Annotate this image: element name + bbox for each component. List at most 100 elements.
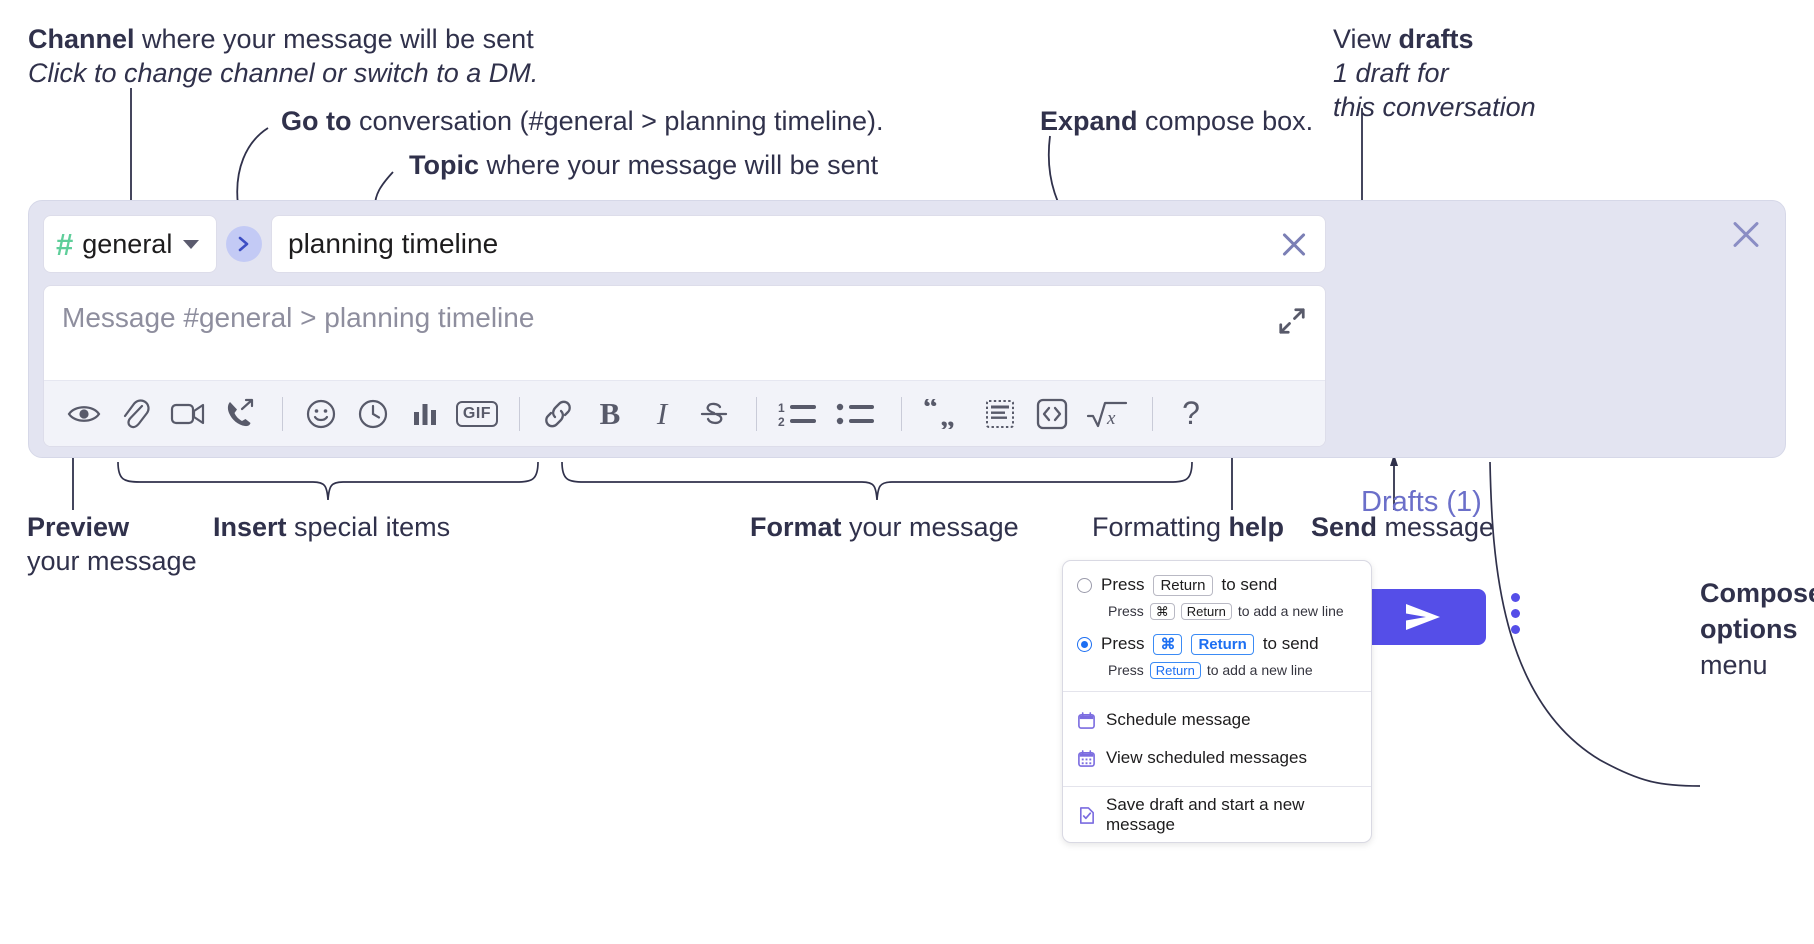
bold-icon[interactable]: B — [586, 390, 634, 438]
help-label: ? — [1182, 395, 1200, 431]
menu-divider — [1063, 786, 1371, 787]
preview-icon[interactable] — [60, 390, 108, 438]
poll-icon[interactable] — [401, 390, 449, 438]
annotation-channel: Channel where your message will be sent … — [28, 22, 538, 90]
bold-label: B — [599, 395, 621, 431]
annotation-help-bold: help — [1228, 512, 1285, 542]
goto-conversation-button[interactable] — [226, 226, 262, 262]
option-suffix: to send — [1262, 634, 1319, 653]
message-input[interactable]: Message #general > planning timeline — [44, 286, 1325, 380]
annotation-insert-rest: special items — [286, 512, 451, 542]
annotation-format: Format your message — [750, 510, 1019, 544]
channel-name-label: general — [82, 228, 173, 259]
annotation-help-plain: Formatting — [1092, 512, 1229, 542]
send-paper-plane-icon — [1406, 604, 1440, 630]
annotation-goto-rest: conversation (#general > planning timeli… — [351, 106, 884, 136]
annotation-expand-bold: Expand — [1040, 106, 1138, 136]
menu-item-label: Schedule message — [1106, 710, 1251, 729]
message-area: Message #general > planning timeline — [43, 285, 1326, 447]
key-command: ⌘ — [1149, 602, 1175, 620]
annotation-preview-line2: your message — [27, 546, 197, 576]
annotation-channel-rest: where your message will be sent — [134, 24, 534, 54]
clock-icon[interactable] — [349, 390, 397, 438]
kebab-dot — [1511, 609, 1520, 618]
separator-3 — [756, 396, 757, 431]
video-icon[interactable] — [164, 390, 212, 438]
close-icon[interactable] — [1279, 229, 1309, 259]
menu-item-save-draft[interactable]: Save draft and start a new message — [1063, 795, 1371, 834]
annotation-compose-options: Compose options menu — [1700, 575, 1814, 683]
annotation-help: Formatting help — [1092, 510, 1284, 544]
send-button[interactable] — [1360, 589, 1486, 645]
sub-suffix: to add a new line — [1237, 603, 1344, 619]
blockquote-icon[interactable]: “ „ — [916, 390, 972, 438]
annotation-insert-bold: Insert — [213, 512, 287, 542]
italic-label: I — [656, 395, 668, 431]
close-compose-icon[interactable] — [1729, 217, 1763, 251]
svg-text:„: „ — [940, 400, 955, 429]
topic-value: planning timeline — [288, 228, 499, 259]
annotation-insert: Insert special items — [213, 510, 450, 544]
strikethrough-icon[interactable] — [690, 390, 738, 438]
channel-selector[interactable]: # general — [43, 215, 217, 273]
annotation-channel-bold: Channel — [28, 24, 135, 54]
kebab-dot — [1511, 593, 1520, 602]
key-return: Return — [1153, 574, 1213, 596]
annotation-send-rest: message — [1377, 512, 1495, 542]
radio-button[interactable] — [1077, 577, 1092, 593]
key-return: Return — [1191, 633, 1254, 655]
annotation-format-rest: your message — [841, 512, 1019, 542]
annotation-drafts-italic-1: 1 draft for — [1333, 58, 1449, 88]
expand-icon[interactable] — [1277, 306, 1307, 336]
chevron-right-icon — [238, 236, 249, 252]
annotation-preview-bold: Preview — [27, 512, 130, 542]
annotation-topic-bold: Topic — [409, 150, 479, 180]
formatting-toolbar: GIF B I — [44, 380, 1325, 446]
annotation-expand: Expand compose box. — [1040, 104, 1313, 138]
code-icon[interactable] — [1028, 390, 1076, 438]
send-option-cmd-return-sub: Press Return to add a new line — [1063, 658, 1371, 682]
menu-item-view-scheduled[interactable]: View scheduled messages — [1063, 739, 1371, 777]
menu-item-schedule-message[interactable]: Schedule message — [1063, 701, 1371, 739]
help-icon[interactable]: ? — [1167, 390, 1215, 438]
chevron-down-icon — [183, 239, 200, 249]
annotation-drafts-plain: View — [1333, 24, 1399, 54]
compose-main-column: # general planning timeline Message #gen… — [43, 215, 1326, 447]
message-placeholder: Message #general > planning timeline — [62, 302, 535, 333]
key-command: ⌘ — [1153, 633, 1183, 655]
separator-1 — [282, 396, 283, 431]
menu-item-label: Save draft and start a new message — [1106, 795, 1305, 834]
emoji-icon[interactable] — [297, 390, 345, 438]
attachment-icon[interactable] — [112, 390, 160, 438]
key-return: Return — [1180, 602, 1232, 620]
ordered-list-icon[interactable]: 1 2 — [771, 390, 825, 438]
italic-icon[interactable]: I — [638, 390, 686, 438]
annotation-format-bold: Format — [750, 512, 842, 542]
annotation-goto: Go to conversation (#general > planning … — [281, 104, 884, 138]
send-option-return-sub: Press ⌘ Return to add a new line — [1063, 599, 1371, 623]
annotation-compose-options-3: menu — [1700, 650, 1768, 680]
spoiler-icon[interactable] — [976, 390, 1024, 438]
more-options-icon[interactable] — [1511, 593, 1521, 641]
topic-field[interactable]: planning timeline — [271, 215, 1326, 273]
send-option-cmd-return[interactable]: Press ⌘ Return to send — [1063, 630, 1371, 658]
separator-5 — [1152, 396, 1153, 431]
gif-icon[interactable]: GIF — [453, 390, 501, 438]
math-icon[interactable]: x — [1080, 390, 1134, 438]
annotation-compose-options-1: Compose — [1700, 578, 1814, 608]
annotation-topic: Topic where your message will be sent — [409, 148, 878, 182]
link-icon[interactable] — [534, 390, 582, 438]
annotation-channel-italic: Click to change channel or switch to a D… — [28, 58, 539, 88]
compose-options-menu: Press Return to send Press ⌘ Return to a… — [1062, 560, 1372, 843]
drafts-link[interactable]: Drafts (1) — [1361, 486, 1482, 518]
phone-forward-icon[interactable] — [216, 390, 264, 438]
hash-icon: # — [56, 226, 74, 262]
svg-text:2: 2 — [778, 415, 785, 428]
annotation-expand-rest: compose box. — [1137, 106, 1314, 136]
radio-button-selected[interactable] — [1077, 636, 1092, 652]
save-draft-icon — [1079, 806, 1094, 824]
send-option-return[interactable]: Press Return to send — [1063, 571, 1371, 599]
bulleted-list-icon[interactable] — [829, 390, 883, 438]
key-return: Return — [1149, 661, 1201, 679]
svg-text:“: “ — [923, 399, 938, 424]
